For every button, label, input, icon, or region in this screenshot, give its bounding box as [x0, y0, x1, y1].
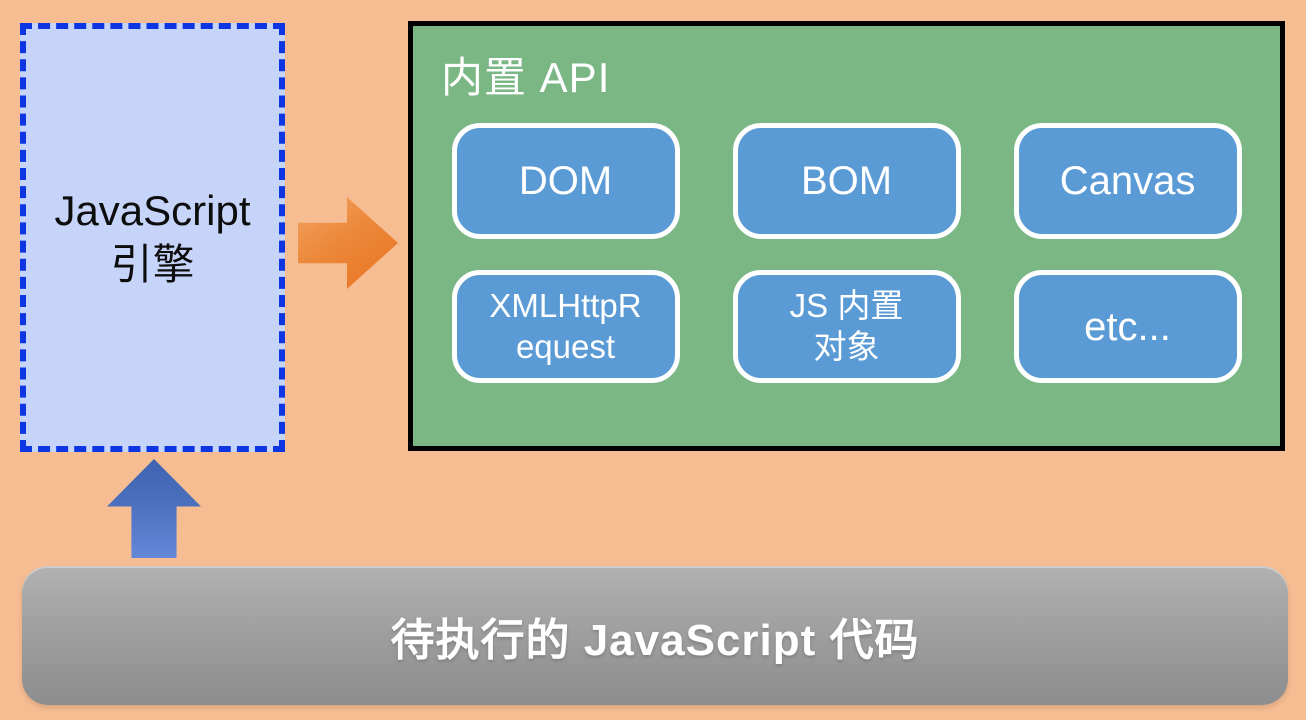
api-card-label: etc... — [1084, 304, 1171, 349]
api-card-label: BOM — [800, 159, 893, 203]
engine-label-line2: 引擎 — [110, 240, 195, 288]
api-row-1: DOM BOM Canvas — [413, 123, 1280, 239]
builtin-api-box: 内置 API DOM BOM Canvas XMLHttpR equest JS… — [408, 21, 1285, 451]
api-card-label-line2: equest — [515, 327, 616, 365]
pending-code-bar: 待执行的 JavaScript 代码 — [22, 566, 1288, 705]
api-card-label-line1: JS 内置 — [789, 287, 904, 325]
api-card-label-line1: XMLHttpR — [489, 287, 642, 325]
api-card-label: DOM — [518, 159, 613, 203]
javascript-engine-box: JavaScript 引擎 — [20, 23, 285, 452]
engine-label-line1: JavaScript — [54, 186, 251, 234]
api-card-etc: etc... — [1013, 270, 1242, 383]
api-card-canvas: Canvas — [1013, 123, 1242, 239]
api-card-label-line2: 对象 — [813, 327, 880, 365]
api-card-dom: DOM — [451, 123, 680, 239]
api-row-2: XMLHttpR equest JS 内置 对象 etc... — [413, 270, 1280, 383]
pending-code-label: 待执行的 JavaScript 代码 — [390, 615, 920, 665]
api-card-bom: BOM — [732, 123, 961, 239]
up-arrow-icon — [107, 459, 201, 558]
api-card-xmlhttprequest: XMLHttpR equest — [451, 270, 680, 383]
api-card-js-builtin-objects: JS 内置 对象 — [732, 270, 961, 383]
builtin-api-title: 内置 API — [441, 54, 611, 101]
right-arrow-icon — [298, 197, 398, 289]
api-card-label: Canvas — [1059, 159, 1196, 203]
